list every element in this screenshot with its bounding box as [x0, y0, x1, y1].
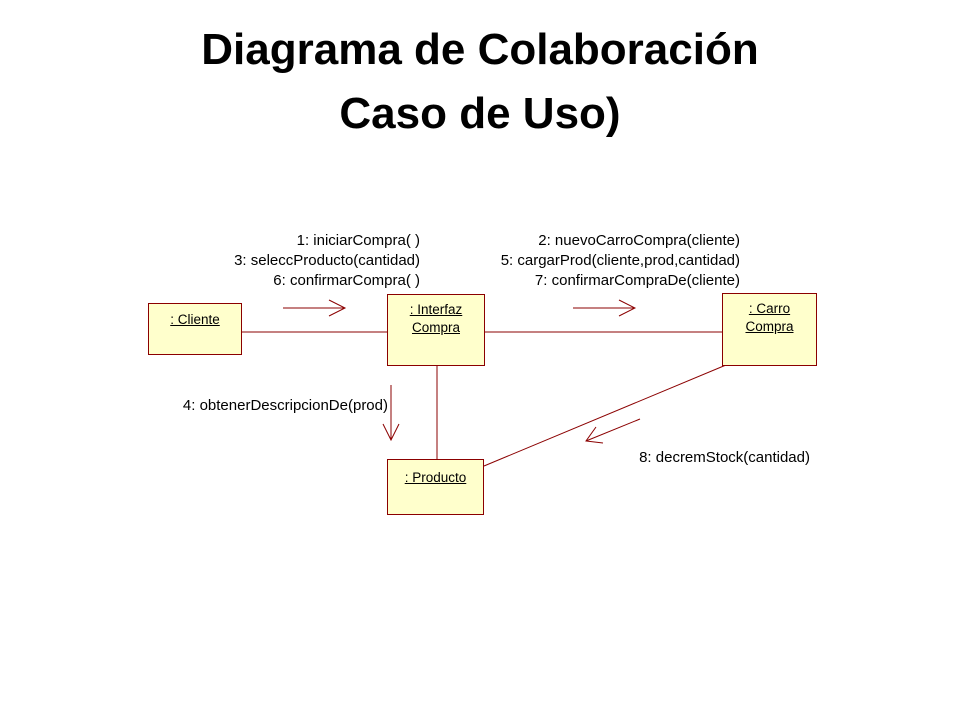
arrow-diagonal-8: [585, 418, 641, 444]
message-4: 4: obtenerDescripcionDe(prod): [182, 397, 388, 414]
link-carro-producto: [483, 359, 739, 467]
message-3: 3: seleccProducto(cantidad): [234, 252, 420, 269]
arrow-right-1: [283, 299, 347, 317]
message-6: 6: confirmarCompra( ): [273, 272, 420, 289]
object-carro-compra[interactable]: : Carro Compra: [722, 293, 817, 366]
message-2: 2: nuevoCarroCompra(cliente): [538, 232, 740, 249]
object-producto[interactable]: : Producto: [387, 459, 484, 515]
messages-interfaz-carro: 2: nuevoCarroCompra(cliente) 5: cargarPr…: [455, 231, 740, 291]
title-line-2: Caso de Uso): [339, 89, 621, 138]
arrow-down-4: [382, 385, 400, 442]
message-5: 5: cargarProd(cliente,prod,cantidad): [500, 252, 740, 269]
title-line-1: Diagrama de Colaboración: [201, 25, 759, 74]
messages-cliente-interfaz: 1: iniciarCompra( ) 3: seleccProducto(ca…: [180, 231, 420, 291]
object-producto-label: : Producto: [404, 470, 467, 485]
object-interfaz-compra[interactable]: : Interfaz Compra: [387, 294, 485, 366]
object-interfaz-line1: : Interfaz: [409, 302, 463, 317]
arrow-right-2: [573, 299, 637, 317]
object-interfaz-line2: Compra: [411, 320, 460, 335]
object-carro-line2: Compra: [745, 319, 794, 334]
object-cliente[interactable]: : Cliente: [148, 303, 242, 355]
message-1: 1: iniciarCompra( ): [296, 232, 420, 249]
message-8: 8: decremStock(cantidad): [639, 449, 810, 466]
message-7: 7: confirmarCompraDe(cliente): [534, 272, 740, 289]
object-carro-line1: : Carro: [748, 301, 791, 316]
object-cliente-label: : Cliente: [170, 312, 220, 327]
